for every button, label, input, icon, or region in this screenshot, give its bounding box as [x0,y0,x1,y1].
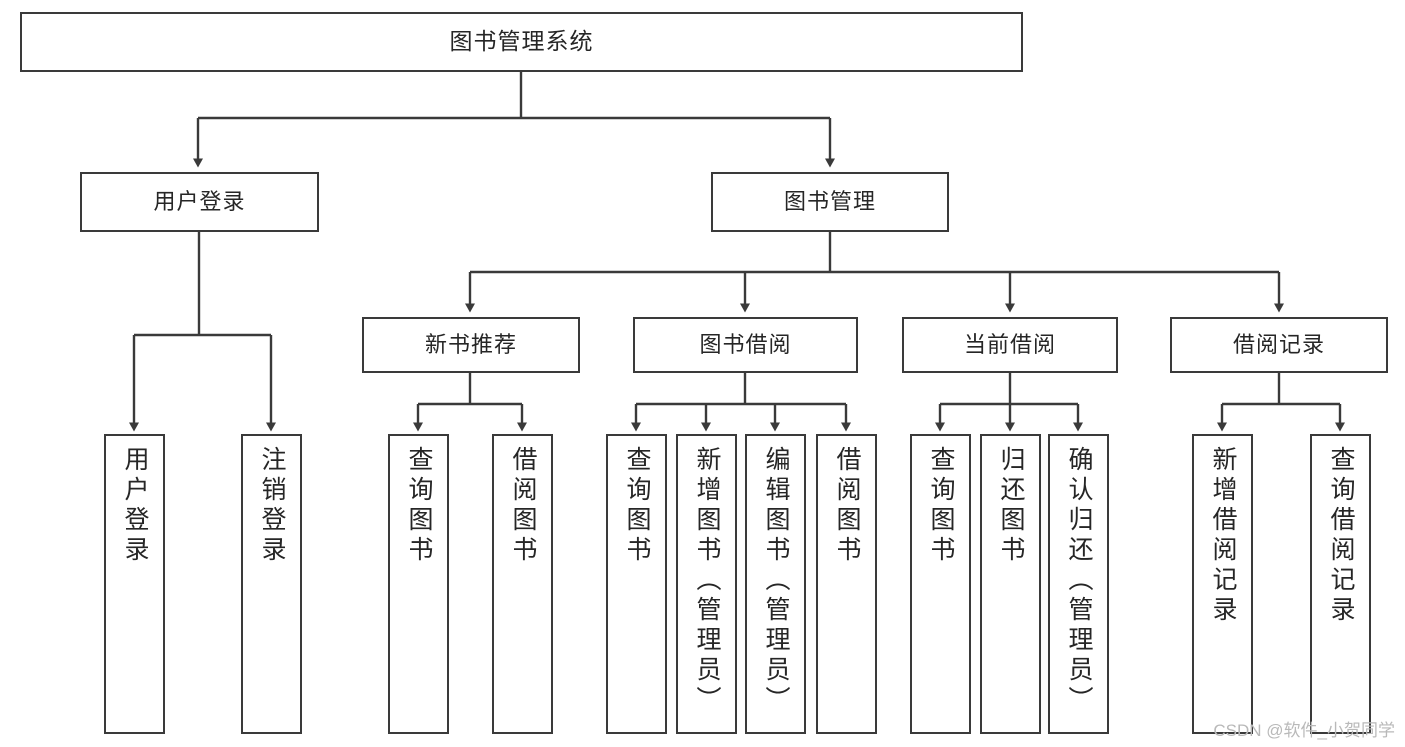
node-label: 注销登录 [258,446,286,566]
node-label: 查询图书 [623,446,651,566]
node-label: 图书管理系统 [449,28,594,55]
node-label: 用户登录 [153,189,246,215]
node-label: 借阅记录 [1232,332,1325,358]
leaf-borrow-books-recommend[interactable]: 借阅图书 [492,434,553,734]
node-book-management[interactable]: 图书管理 [711,172,949,232]
leaf-logout[interactable]: 注销登录 [241,434,302,734]
leaf-add-borrow-record[interactable]: 新增借阅记录 [1192,434,1253,734]
node-label: 用户登录 [121,446,149,566]
node-label: 编辑图书（管理员） [762,446,790,716]
node-borrow-records[interactable]: 借阅记录 [1170,317,1388,373]
node-label: 借阅图书 [833,446,861,566]
node-label: 新增图书（管理员） [693,446,721,716]
node-label: 查询借阅记录 [1327,446,1355,626]
node-label: 新增借阅记录 [1209,446,1237,626]
leaf-query-borrow-record[interactable]: 查询借阅记录 [1310,434,1371,734]
node-label: 查询图书 [927,446,955,566]
leaf-query-books-current[interactable]: 查询图书 [910,434,971,734]
node-current-borrow[interactable]: 当前借阅 [902,317,1118,373]
leaf-confirm-return-admin[interactable]: 确认归还（管理员） [1048,434,1109,734]
node-label: 归还图书 [997,446,1025,566]
leaf-return-books[interactable]: 归还图书 [980,434,1041,734]
node-label: 确认归还（管理员） [1065,446,1093,716]
node-label: 图书借阅 [699,332,792,358]
node-label: 新书推荐 [424,332,517,358]
leaf-query-books-recommend[interactable]: 查询图书 [388,434,449,734]
node-new-book-recommend[interactable]: 新书推荐 [362,317,580,373]
csdn-watermark: CSDN @软件_小贺同学 [1213,721,1395,740]
leaf-query-books-borrow[interactable]: 查询图书 [606,434,667,734]
leaf-user-login[interactable]: 用户登录 [104,434,165,734]
node-label: 查询图书 [405,446,433,566]
node-label: 当前借阅 [963,332,1056,358]
node-book-borrow[interactable]: 图书借阅 [633,317,858,373]
node-root-book-management-system[interactable]: 图书管理系统 [20,12,1023,72]
node-label: 借阅图书 [509,446,537,566]
leaf-borrow-books[interactable]: 借阅图书 [816,434,877,734]
leaf-add-book-admin[interactable]: 新增图书（管理员） [676,434,737,734]
leaf-edit-book-admin[interactable]: 编辑图书（管理员） [745,434,806,734]
node-label: 图书管理 [783,189,876,215]
node-user-login[interactable]: 用户登录 [80,172,319,232]
